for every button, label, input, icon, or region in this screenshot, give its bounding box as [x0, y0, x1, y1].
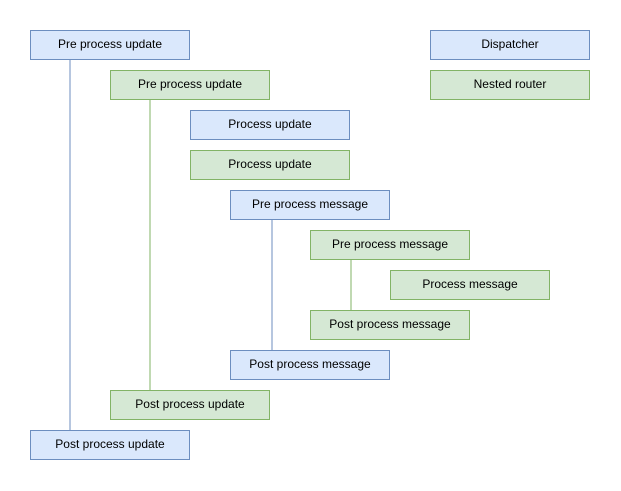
node-n6[interactable]: Pre process message: [310, 230, 470, 260]
node-n11[interactable]: Post process update: [30, 430, 190, 460]
node-n9[interactable]: Post process message: [230, 350, 390, 380]
legend-item-dispatcher: Dispatcher: [430, 30, 590, 60]
node-label: Post process update: [135, 397, 245, 412]
node-n5[interactable]: Pre process message: [230, 190, 390, 220]
node-n7[interactable]: Process message: [390, 270, 550, 300]
node-label: Post process message: [329, 317, 451, 332]
node-label: Pre process message: [331, 237, 449, 252]
legend-item-label: Nested router: [473, 77, 547, 92]
legend-item-label: Dispatcher: [481, 37, 539, 52]
legend-item-router: Nested router: [430, 70, 590, 100]
node-label: Pre process message: [251, 197, 369, 212]
node-label: Pre process update: [57, 37, 163, 52]
node-label: Post process message: [249, 357, 371, 372]
node-n4[interactable]: Process update: [190, 150, 350, 180]
node-n3[interactable]: Process update: [190, 110, 350, 140]
node-label: Process update: [228, 117, 312, 132]
node-n2[interactable]: Pre process update: [110, 70, 270, 100]
node-label: Process update: [228, 157, 312, 172]
node-n8[interactable]: Post process message: [310, 310, 470, 340]
node-label: Post process update: [55, 437, 165, 452]
node-n1[interactable]: Pre process update: [30, 30, 190, 60]
node-n10[interactable]: Post process update: [110, 390, 270, 420]
node-label: Pre process update: [137, 77, 243, 92]
node-label: Process message: [422, 277, 518, 292]
